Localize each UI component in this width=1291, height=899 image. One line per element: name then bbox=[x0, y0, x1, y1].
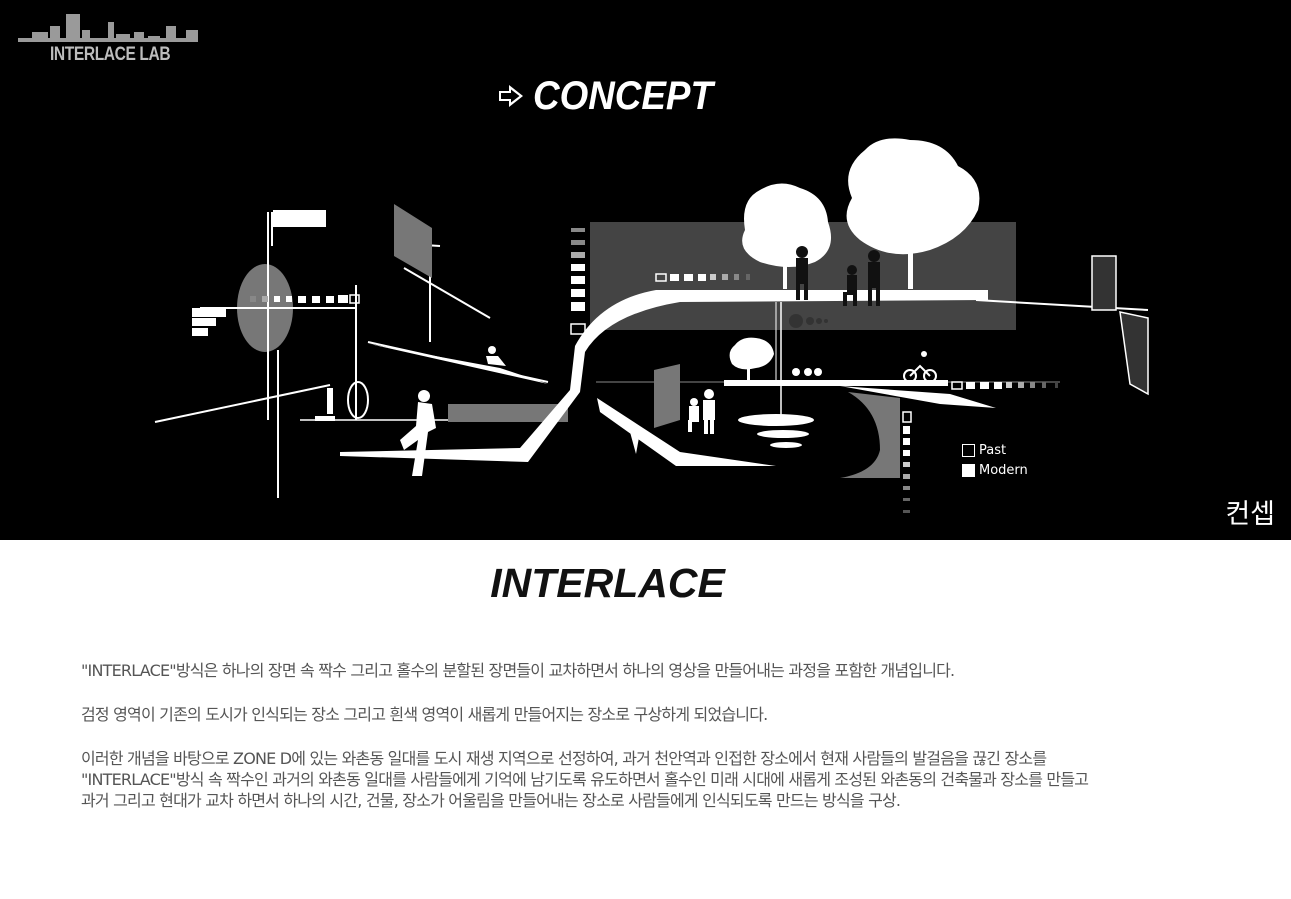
description-paragraph-3: 이러한 개념을 바탕으로 ZONE D에 있는 와촌동 일대를 도시 재생 지역… bbox=[81, 748, 1261, 811]
description-paragraph-1: "INTERLACE"방식은 하나의 장면 속 짝수 그리고 홀수의 분할된 장… bbox=[81, 661, 955, 680]
interlace-lab-logo bbox=[18, 14, 198, 42]
concept-header: CONCEPT bbox=[497, 74, 729, 118]
concept-illustration bbox=[154, 138, 1149, 513]
korean-concept-label: 컨셉 bbox=[1225, 499, 1275, 530]
description: "INTERLACE"방식은 하나의 장면 속 짝수 그리고 홀수의 분할된 장… bbox=[81, 660, 1261, 834]
legend-item-modern: Modern bbox=[962, 460, 1028, 480]
logo-text: INTERLACE LAB bbox=[50, 44, 171, 65]
section-title: INTERLACE bbox=[490, 560, 725, 606]
arrow-right-icon bbox=[499, 85, 523, 107]
legend-modern-label: Modern bbox=[979, 462, 1028, 478]
legend: Past Modern bbox=[962, 440, 1028, 480]
modern-swatch bbox=[962, 463, 975, 477]
paragraph-3-line-2: "INTERLACE"방식 속 짝수인 과거의 와촌동 일대를 사람들에게 기억… bbox=[81, 770, 1089, 789]
legend-item-past: Past bbox=[962, 440, 1028, 460]
paragraph-3-line-3: 과거 그리고 현대가 교차 하면서 하나의 시간, 건물, 장소가 어울림을 만… bbox=[81, 791, 901, 810]
concept-title: CONCEPT bbox=[533, 73, 713, 118]
past-swatch bbox=[962, 443, 975, 457]
legend-past-label: Past bbox=[979, 442, 1007, 458]
concept-hero: INTERLACE LAB CONCEPT bbox=[0, 0, 1291, 540]
paragraph-3-line-1: 이러한 개념을 바탕으로 ZONE D에 있는 와촌동 일대를 도시 재생 지역… bbox=[81, 749, 1047, 768]
description-paragraph-2: 검정 영역이 기존의 도시가 인식되는 장소 그리고 흰색 영역이 새롭게 만들… bbox=[81, 705, 768, 724]
